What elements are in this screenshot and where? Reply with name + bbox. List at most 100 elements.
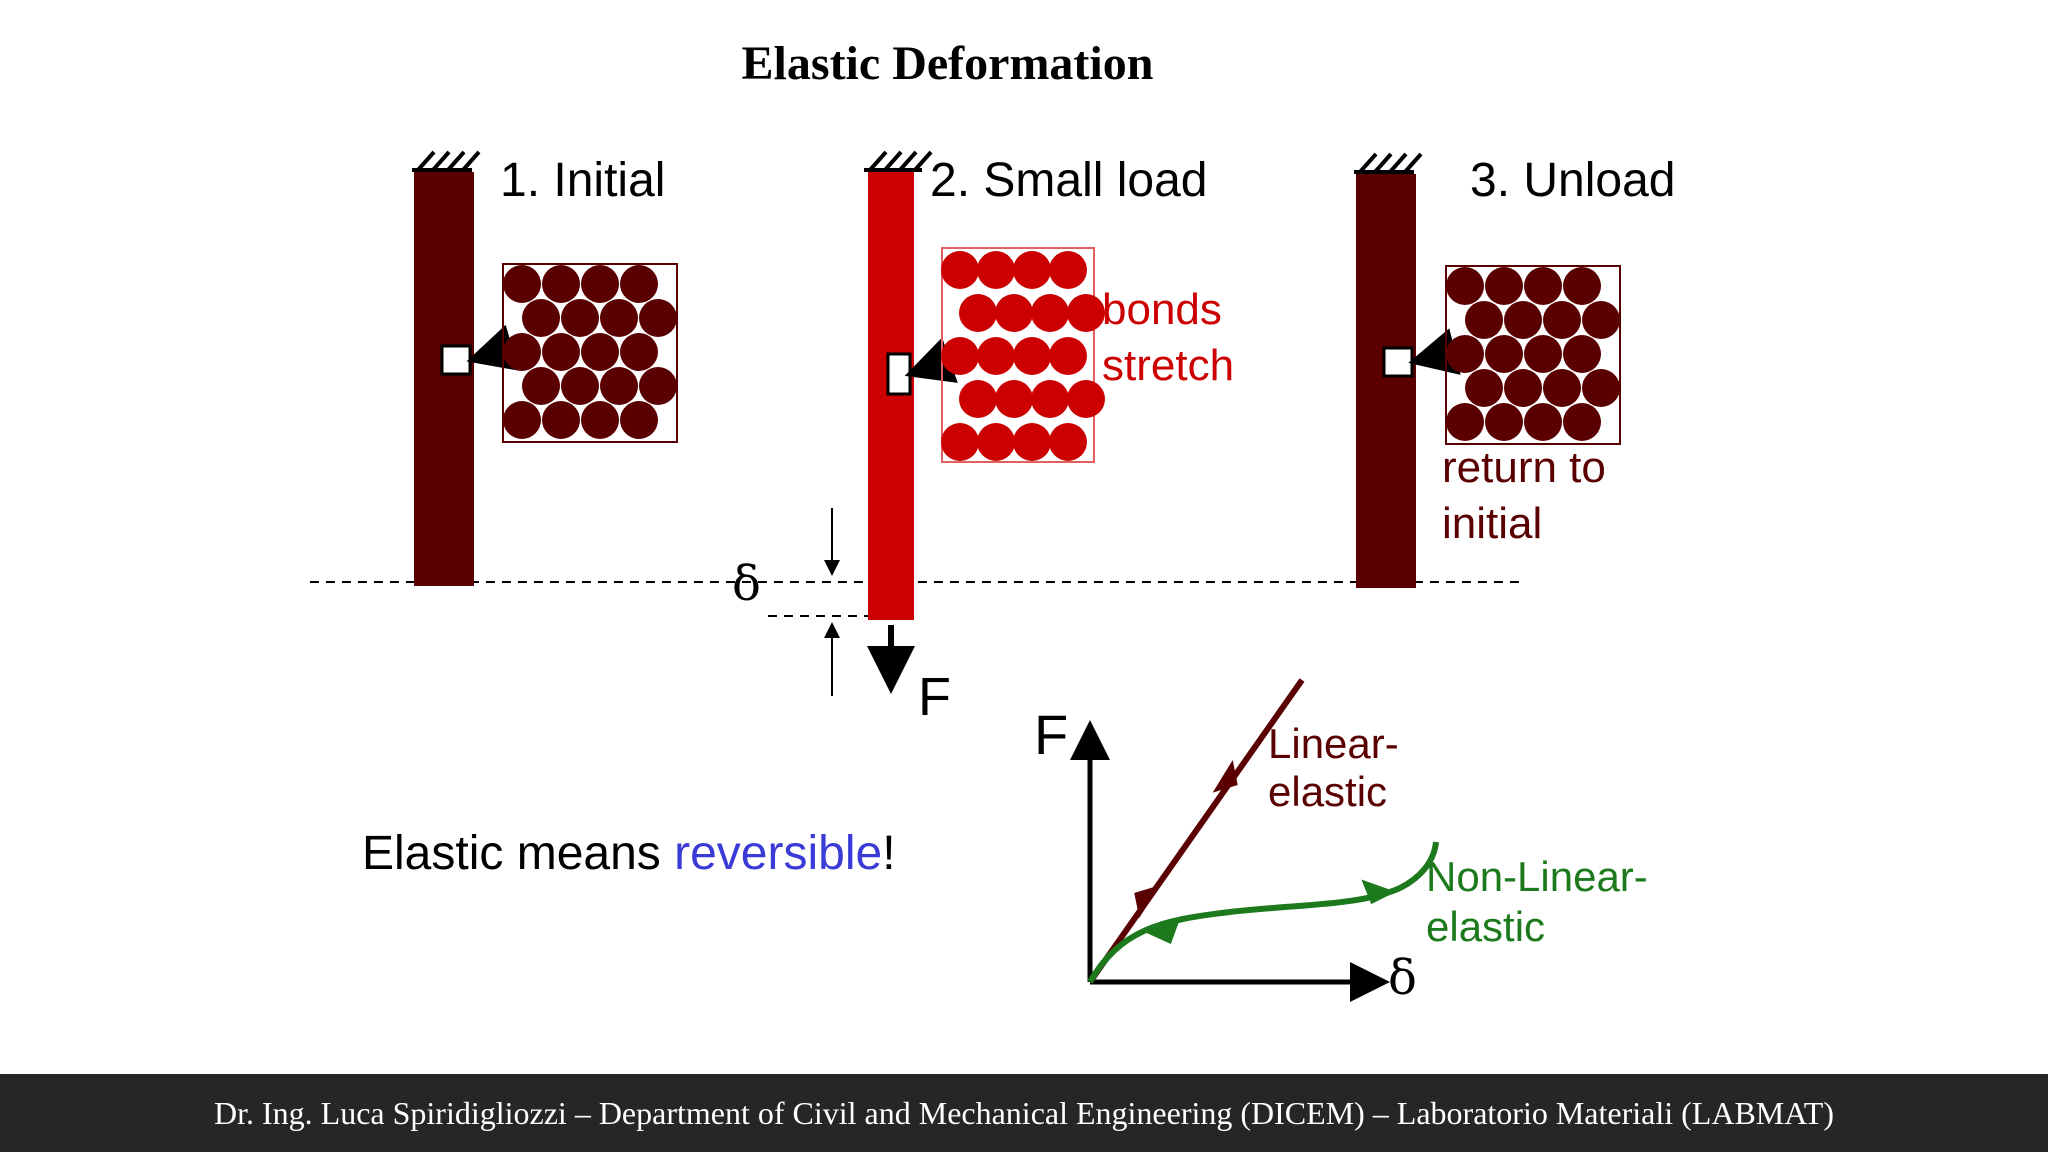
elastic-statement: Elastic means reversible! [362,826,896,881]
atom-lattice-box [502,263,678,443]
atom-lattice-box [1445,265,1621,445]
note-line-1: return to [1442,443,1606,492]
atom [1485,267,1523,305]
atom [581,265,619,303]
atom [522,299,560,337]
atom [977,423,1015,461]
atom [600,299,638,337]
atom [1446,267,1484,305]
atom-lattice-returned [1446,267,1620,441]
atom [977,251,1015,289]
panel-label-small-load: 2. Small load [930,154,1208,207]
atom [941,337,979,375]
footer-bar: Dr. Ing. Luca Spiridigliozzi – Departmen… [0,1074,2048,1152]
atom [1524,267,1562,305]
force-symbol: F [918,667,951,727]
material-element [440,344,472,376]
note-line-2: stretch [1102,341,1235,390]
atom [1485,403,1523,441]
return-to-initial-note: return to initial [1442,440,1606,552]
atom [542,333,580,371]
panel-label-unload: 3. Unload [1470,154,1676,207]
atom [941,423,979,461]
footer-text: Dr. Ing. Luca Spiridigliozzi – Departmen… [214,1094,1834,1131]
atom [1013,423,1051,461]
atom [620,333,658,371]
atom [1504,301,1542,339]
atom [1563,335,1601,373]
bar-initial [414,172,474,586]
note-line-1: bonds [1102,285,1222,334]
nonlinear-elastic-curve [1087,841,1439,984]
statement-highlight: reversible [674,827,883,880]
atom [561,367,599,405]
statement-prefix: Elastic means [362,827,675,880]
graph-x-label: δ [1388,950,1417,1006]
linear-unload-arrowhead [1134,885,1160,919]
atom [522,367,560,405]
atom [581,401,619,439]
atom [561,299,599,337]
atom [1049,251,1087,289]
atom [639,299,677,337]
atom [941,251,979,289]
atom [959,380,997,418]
label-line-1: Linear- [1268,720,1399,767]
slide-title: Elastic Deformation [741,37,1154,90]
atom [1013,251,1051,289]
note-line-2: initial [1442,499,1543,548]
atom [1013,337,1051,375]
nonlinear-load-arrowhead [1361,879,1396,905]
label-line-1: Non-Linear- [1426,853,1648,900]
panel-initial [412,150,678,586]
atom [600,367,638,405]
panel-label-initial: 1. Initial [500,154,666,207]
graph-y-label: F [1034,703,1069,766]
elastic-deformation-diagram [310,150,1621,1002]
material-element [1382,346,1414,378]
material-element [886,352,912,396]
atom [1582,369,1620,407]
atom [620,401,658,439]
delta-symbol: δ [732,556,761,612]
atom [1446,335,1484,373]
atom [1582,301,1620,339]
atom [1465,301,1503,339]
panel-unload [1354,152,1621,588]
label-line-2: elastic [1426,903,1546,950]
fixed-support-hatch [1354,152,1423,174]
atom [620,265,658,303]
atom [1543,301,1581,339]
fixed-support-hatch [864,150,933,172]
linear-load-arrowhead [1212,759,1238,793]
linear-elastic-curve [1087,678,1305,984]
atom [1485,335,1523,373]
atom [1031,294,1069,332]
atom [581,333,619,371]
atom [503,333,541,371]
atom [1524,403,1562,441]
atom [995,380,1033,418]
atom-lattice-stretched [941,251,1105,461]
atom [542,401,580,439]
atom [639,367,677,405]
panel-small-load [824,150,1105,696]
fixed-support-hatch [412,150,481,172]
atom-lattice-initial [503,265,677,439]
force-displacement-graph [1070,678,1439,1002]
bonds-stretch-note: bonds stretch [1102,282,1234,394]
atom [1543,369,1581,407]
atom [959,294,997,332]
atom [1446,403,1484,441]
linear-elastic-label: Linear- elastic [1268,720,1399,816]
statement-suffix: ! [882,827,896,880]
atom [1563,403,1601,441]
nonlinear-unload-arrowhead [1144,917,1181,945]
bar-loaded [868,172,914,620]
atom [1067,380,1105,418]
atom [503,401,541,439]
atom [1504,369,1542,407]
nonlinear-elastic-label: Non-Linear- elastic [1426,852,1648,952]
atom [1031,380,1069,418]
label-line-2: elastic [1268,768,1388,815]
